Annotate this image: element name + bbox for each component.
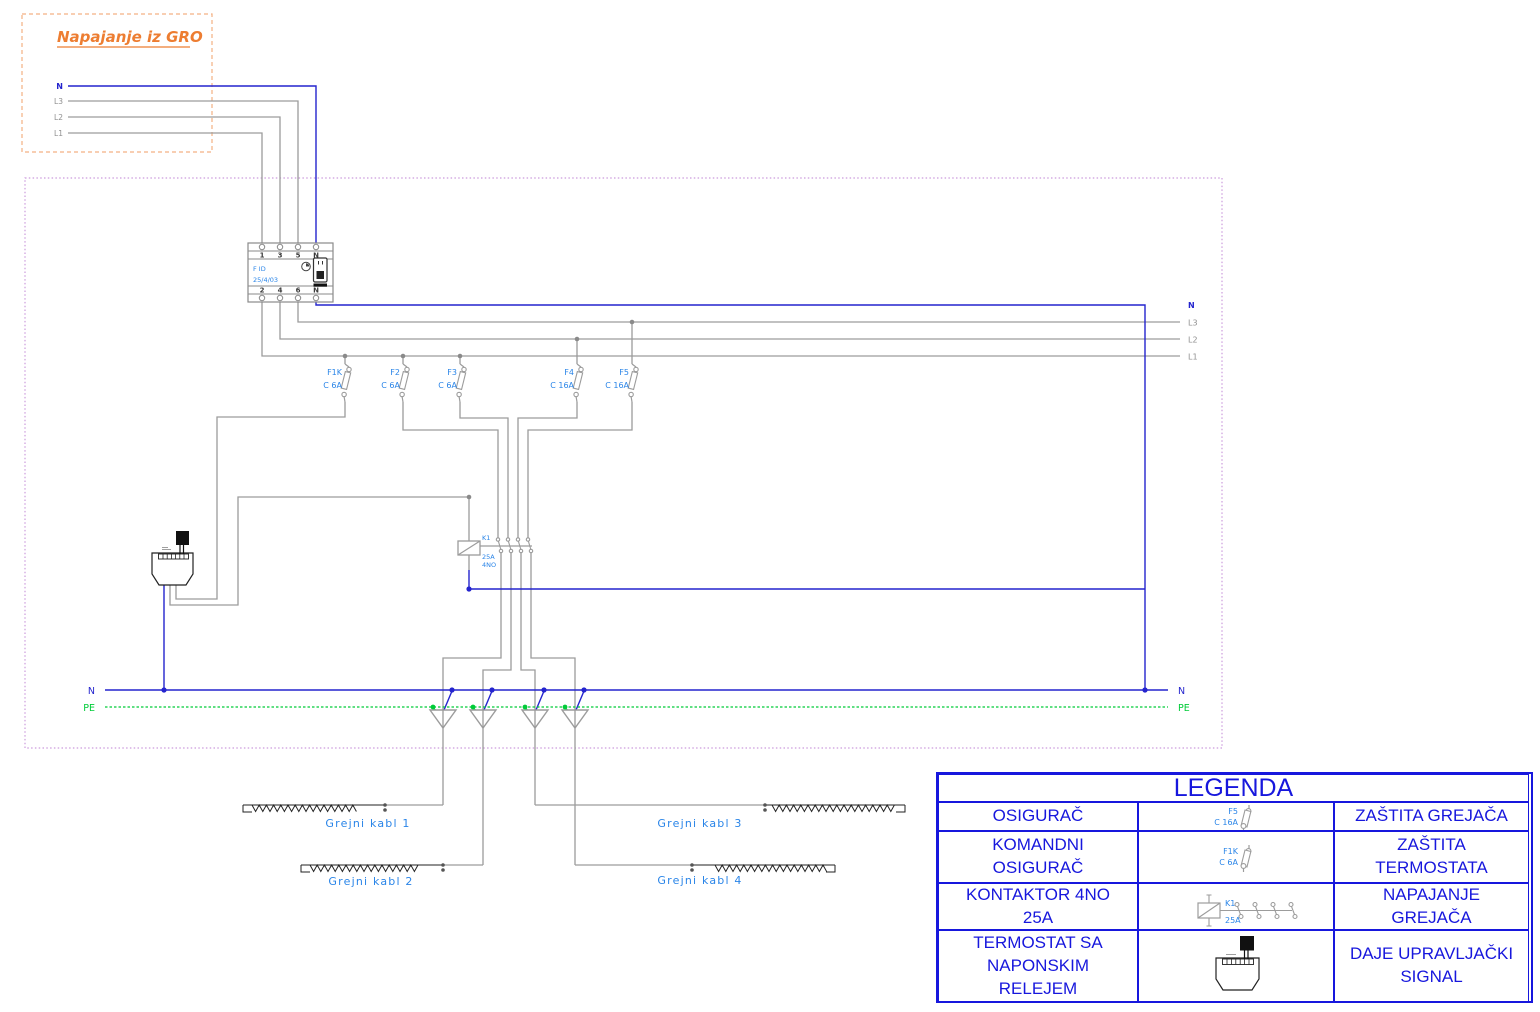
svg-text:2: 2 [260, 287, 265, 295]
legend-fuse-name: F5 [1228, 807, 1238, 816]
contactor-name: K1 [482, 534, 490, 542]
fuse-name: F5 [619, 368, 629, 377]
svg-text:N: N [313, 252, 319, 260]
legend-row4-term: TERMOSTAT SA NAPONSKIM RELEJEM [938, 930, 1138, 1003]
cable-labels: Grejni kabl 1 Grejni kabl 2 Grejni kabl … [325, 817, 742, 888]
legend-fuse-f1k-icon: F1K C 6A [1219, 845, 1252, 872]
gro-title-text: Napajanje iz GRO [57, 28, 203, 46]
connector-pass-wires [442, 710, 576, 728]
phase-wiring [68, 100, 1180, 866]
legend-row1-term: OSIGURAČ [938, 802, 1138, 831]
svg-text:1: 1 [260, 252, 265, 260]
fuse-rating: C 6A [381, 381, 400, 390]
n-bus-label-right: N [1178, 686, 1185, 697]
rcd-device: 1 3 5 N 2 4 6 N F ID 25/4/03 [247, 242, 334, 303]
legend-row2-desc: ZAŠTITA TERMOSTATA [1334, 831, 1529, 883]
rail-labels-right: N L3 L2 L1 [1188, 301, 1198, 362]
contactor-rating: 25A [482, 553, 495, 561]
rcd-terminal-labels: 1 3 5 N 2 4 6 N [260, 252, 320, 295]
svg-text:6: 6 [296, 287, 301, 295]
legend-row1-symbol-cell [1138, 802, 1334, 831]
panel-boundary-box [24, 177, 1223, 749]
fuses: F1K C 6A F2 C 6A F3 C 6A F4 [323, 363, 639, 403]
fuse-name: F3 [447, 368, 457, 377]
fuse-f2-icon: F2 C 6A [381, 363, 410, 403]
contactor-contacts-label: 4NO [482, 561, 496, 569]
legend-title: LEGENDA [938, 774, 1529, 802]
gro-label-l2: L2 [54, 113, 63, 122]
gro-label-l3: L3 [54, 97, 63, 106]
legend-row2-symbol-cell [1138, 831, 1334, 883]
legend-contactor-icon: K1 25A [1197, 894, 1298, 927]
fuse-rating: C 16A [605, 381, 629, 390]
legend-fuse-rating: C 16A [1214, 818, 1238, 827]
gro-supply-box [21, 13, 213, 153]
legend-row4-symbol-cell [1138, 930, 1334, 1003]
svg-text:3: 3 [278, 252, 283, 260]
legend-symbols: F5 C 16A F1K C 6A [1197, 805, 1298, 991]
bus-labels: N PE N PE [83, 686, 1189, 714]
rail-label-l2: L2 [1188, 336, 1198, 345]
rcd-name: F ID [253, 265, 266, 273]
heating-cables: Grejni kabl 1 Grejni kabl 2 Grejni kabl … [242, 803, 906, 888]
thermostat-sensor-icon [176, 531, 189, 545]
fuse-rating: C 16A [550, 381, 574, 390]
contactor-k1: K1 25A 4NO [457, 534, 534, 569]
fuse-f4-icon: F4 C 16A [550, 363, 584, 403]
legend-contactor-name: K1 [1225, 899, 1235, 908]
legend-row3-term: KONTAKTOR 4NO 25A [938, 883, 1138, 930]
gro-label-l1: L1 [54, 129, 63, 138]
rail-label-n: N [1188, 301, 1195, 310]
fuse-f3-icon: F3 C 6A [438, 363, 467, 403]
fuse-name: F1K [327, 368, 343, 377]
pe-bus-label-left: PE [83, 703, 95, 714]
legend-row1-desc: ZAŠTITA GREJAČA [1334, 802, 1529, 831]
gro-feeder-labels: N L3 L2 L1 [54, 82, 63, 138]
fuse-f5-icon: F5 C 16A [605, 363, 639, 403]
neutral-wiring [68, 85, 1168, 711]
rail-label-l1: L1 [1188, 353, 1198, 362]
junction-dots [161, 319, 1148, 710]
legend-row2-term: KOMANDNI OSIGURAČ [938, 831, 1138, 883]
pe-bus-label-right: PE [1178, 703, 1190, 714]
fuse-rating: C 6A [323, 381, 342, 390]
legend-row3-desc: NAPAJANJE GREJAČA [1334, 883, 1529, 930]
legend-table: LEGENDA OSIGURAČ ZAŠTITA GREJAČA KOMANDN… [936, 772, 1533, 1003]
legend-row4-desc: DAJE UPRAVLJAČKI SIGNAL [1334, 930, 1529, 1003]
svg-text:N: N [313, 287, 319, 295]
legend-fuse-name: F1K [1223, 847, 1239, 856]
svg-text:4: 4 [278, 287, 283, 295]
legend-thermostat-icon [1215, 936, 1260, 991]
rcd-terminals [258, 243, 320, 302]
cable-label-1: Grejni kabl 1 [325, 817, 410, 830]
rcd-switch-lever-icon [312, 257, 328, 287]
gro-title: Napajanje iz GRO [57, 28, 203, 48]
svg-text:5: 5 [296, 252, 301, 260]
legend-contactor-rating: 25A [1225, 916, 1241, 925]
fuse-name: F2 [390, 368, 400, 377]
legend-row3-symbol-cell [1138, 883, 1334, 930]
fuse-name: F4 [564, 368, 574, 377]
gro-label-n: N [56, 82, 63, 91]
thermostat-body-icon [151, 552, 194, 586]
cable-end-dots [383, 803, 767, 872]
rcd-rating: 25/4/03 [253, 276, 278, 284]
thermostat [151, 531, 194, 586]
fuse-rating: C 6A [438, 381, 457, 390]
cable-label-3: Grejni kabl 3 [657, 817, 742, 830]
n-bus-label-left: N [88, 686, 95, 697]
legend-fuse-rating: C 6A [1219, 858, 1238, 867]
fuse-f1k-icon: F1K C 6A [323, 363, 352, 403]
thermostat-terminal-strip [158, 553, 189, 560]
rcd-test-button-icon [301, 261, 311, 272]
cable-label-4: Grejni kabl 4 [657, 874, 742, 887]
cable-label-2: Grejni kabl 2 [328, 875, 413, 888]
contactor-contacts-icon [495, 537, 534, 554]
cable-connector-icons [428, 709, 590, 730]
pe-wiring [105, 706, 1168, 714]
rail-label-l3: L3 [1188, 319, 1198, 328]
